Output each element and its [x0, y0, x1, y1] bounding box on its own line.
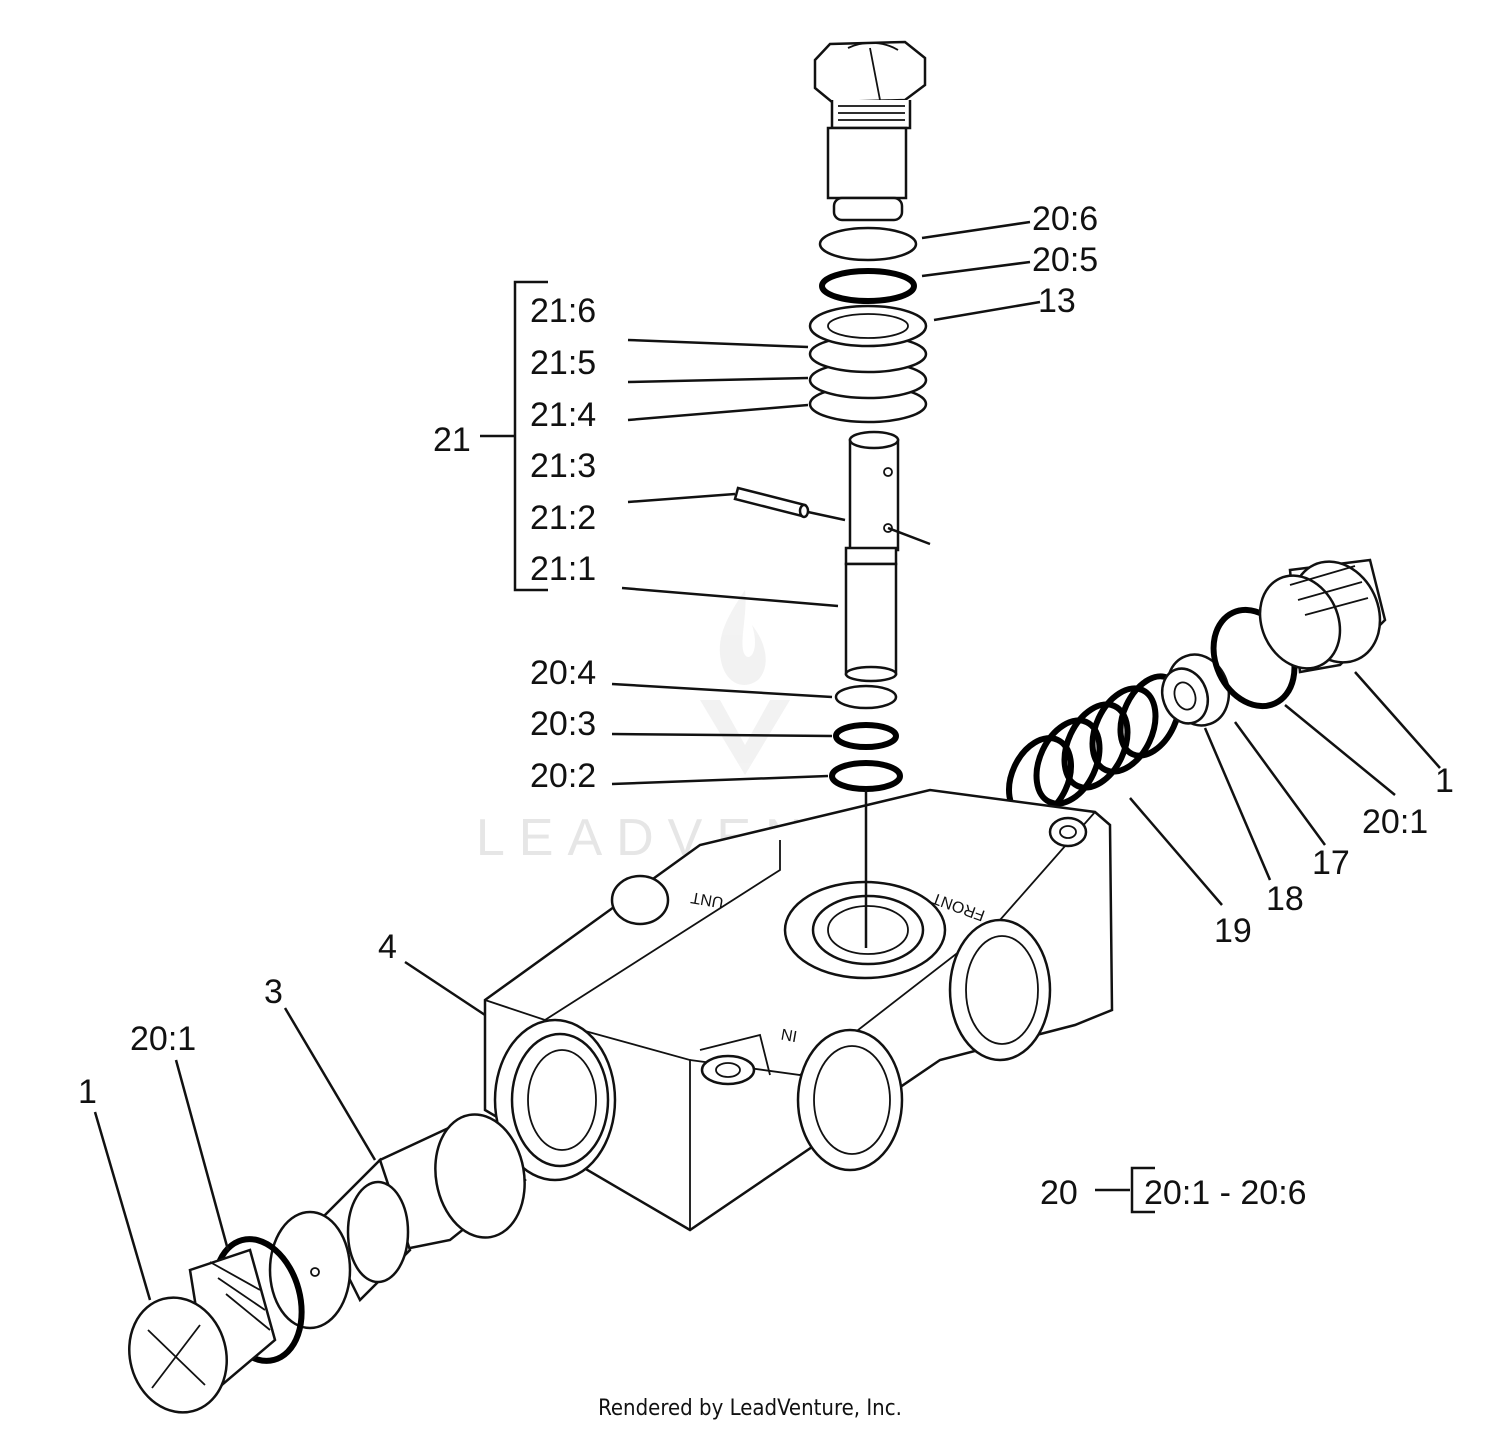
- callout-20-5: 20:5: [1032, 241, 1098, 279]
- callout-19: 19: [1214, 912, 1252, 950]
- callout-13: 13: [1038, 282, 1076, 320]
- casting-mark-left: UNT: [689, 888, 725, 910]
- oring-20-6: [818, 226, 918, 262]
- footer-credit: Rendered by LeadVenture, Inc.: [598, 1396, 902, 1421]
- callout-20-4: 20:4: [530, 654, 596, 692]
- callout-20-1-right: 20:1: [1362, 803, 1428, 841]
- callout-21-5: 21:5: [530, 344, 596, 382]
- packing-stack-13: [808, 304, 928, 424]
- callout-20-range: 20:1 - 20:6: [1144, 1174, 1307, 1212]
- leader-lines: [93, 220, 1441, 1301]
- top-plug-part: [813, 40, 927, 222]
- callout-4: 4: [378, 928, 397, 966]
- callout-21-2: 21:2: [530, 499, 596, 537]
- callout-18: 18: [1266, 880, 1304, 918]
- piston-3: [268, 1113, 527, 1330]
- callout-20-1-left: 20:1: [130, 1020, 196, 1058]
- callout-21-6: 21:6: [530, 292, 596, 330]
- leadventure-flame-logo: [700, 590, 790, 775]
- callout-20-3: 20:3: [530, 705, 596, 743]
- oring-20-3: [833, 722, 899, 750]
- callout-1-left: 1: [78, 1073, 97, 1111]
- valve-body-4: UNT FRONT IN: [483, 788, 1114, 1232]
- pin-21-2: [733, 486, 810, 519]
- oring-20-4: [834, 684, 898, 710]
- callout-21-1: 21:1: [530, 550, 596, 588]
- right-plug-1: [1258, 558, 1387, 674]
- callout-20-2: 20:2: [530, 757, 596, 795]
- callout-20-6: 20:6: [1032, 200, 1098, 238]
- seat-18: [1160, 653, 1231, 727]
- callout-3: 3: [264, 973, 283, 1011]
- callout-21-4: 21:4: [530, 396, 596, 434]
- oring-20-2: [829, 760, 903, 792]
- callout-21: 21: [433, 421, 471, 459]
- callout-21-3: 21:3: [530, 447, 596, 485]
- callout-20: 20: [1040, 1174, 1078, 1212]
- callout-17: 17: [1312, 844, 1350, 882]
- oring-20-5: [819, 268, 917, 304]
- valve-stem-21-1: [844, 430, 900, 683]
- callout-labels: 20:6 20:5 13 21:6 21:5 21:4 21 21:3 21:2…: [78, 200, 1454, 1212]
- casting-mark-front: IN: [780, 1025, 799, 1045]
- callout-1-right: 1: [1435, 762, 1454, 800]
- left-plug-1: [128, 1248, 277, 1414]
